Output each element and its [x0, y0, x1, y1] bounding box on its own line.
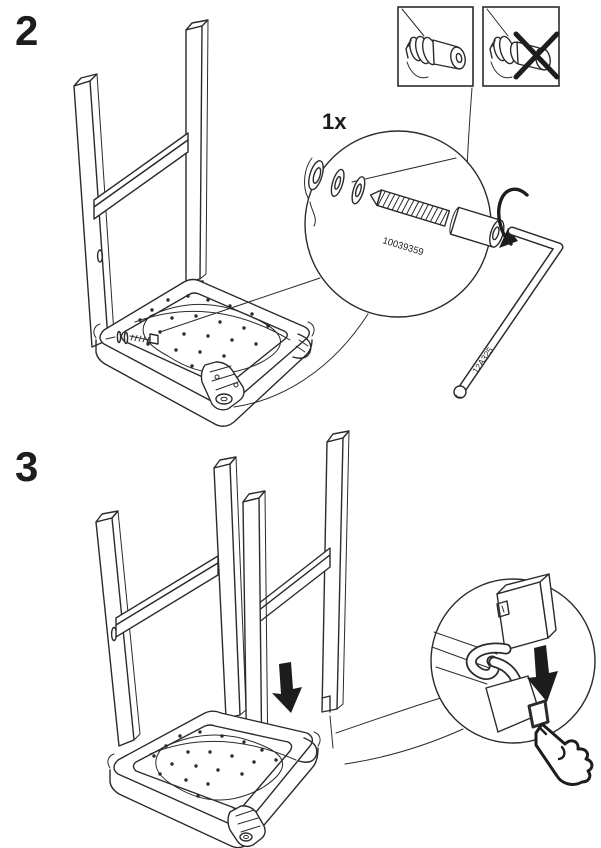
- allen-key-icon: [453, 226, 564, 399]
- magnifier-funnel-upper: [159, 277, 321, 333]
- leg-end-closeup: [496, 573, 557, 651]
- pointing-hand-icon: [534, 722, 594, 786]
- step3-section: 3: [15, 430, 596, 848]
- seat-hole-dots: [152, 730, 278, 798]
- leg-notch: [321, 695, 331, 713]
- corner-bracket-outline: [304, 157, 316, 227]
- step2-chair-illustration: [73, 19, 315, 427]
- allen-key-part-number: 12A325: [470, 345, 495, 375]
- leader-line: [401, 8, 425, 37]
- step2-magnifier: 1x 10039359: [304, 109, 505, 318]
- seat-hole-dots: [138, 294, 270, 368]
- down-arrow-icon: [527, 645, 558, 702]
- front-corner-socket: [227, 805, 266, 848]
- alignment-line-right: [329, 715, 334, 749]
- step3-number: 3: [15, 443, 38, 490]
- leader-line: [486, 8, 509, 37]
- magnifier-funnel-upper: [335, 696, 445, 734]
- cross-icon: [513, 31, 560, 80]
- callout-leader-line: [351, 157, 457, 183]
- step3-magnifier: [430, 573, 596, 744]
- magnifier-funnel-lower: [344, 728, 464, 765]
- front-leg-stub: [200, 361, 245, 411]
- magnifier-funnel-lower: [233, 313, 369, 408]
- down-arrow-icon: [272, 662, 302, 713]
- inset-incorrect: [482, 6, 560, 87]
- right-corner-socket: [298, 737, 318, 763]
- rotation-arrowhead: [499, 228, 518, 248]
- step3-chair-illustration: [95, 430, 350, 848]
- bolt-assembly-icon: [308, 160, 505, 248]
- step2-section: 2: [15, 6, 564, 427]
- rotation-arrow-icon: [497, 187, 529, 246]
- socket-notch: [527, 699, 550, 729]
- bolt-small-icon: [105, 330, 159, 345]
- step2-number: 2: [15, 7, 38, 54]
- inset-correct: [397, 6, 474, 87]
- quantity-label: 1x: [322, 109, 347, 134]
- bolt-seated-icon: [405, 35, 466, 79]
